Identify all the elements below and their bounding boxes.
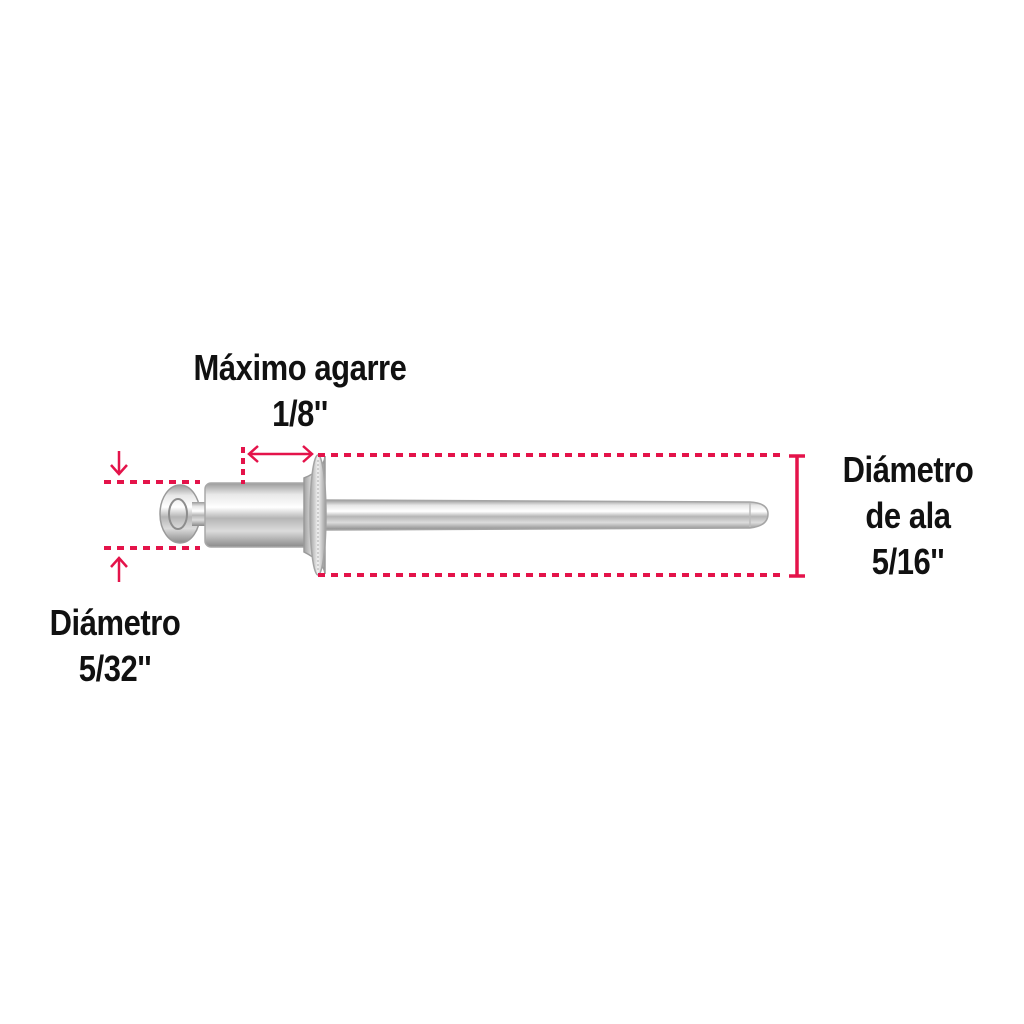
flange-label-title: Diámetro	[842, 449, 974, 490]
flange-label-value: 5/16''	[871, 541, 945, 582]
flange-label-subtitle: de ala	[865, 495, 951, 536]
double-arrow-icon	[247, 445, 314, 463]
body-diameter-dimension	[104, 451, 200, 582]
rivet-body	[204, 482, 310, 548]
grip-dimension	[241, 445, 314, 484]
body-label-value: 5/32''	[78, 648, 152, 689]
grip-label-value: 1/8''	[272, 393, 328, 434]
body-diameter-label: Diámetro 5/32''	[29, 600, 201, 692]
grip-label: Máximo agarre 1/8''	[171, 345, 429, 437]
rivet-mandrel	[317, 499, 769, 531]
rivet-pin-head	[159, 484, 206, 544]
body-label-title: Diámetro	[49, 602, 181, 643]
flange-diameter-label: Diámetro de ala 5/16''	[822, 447, 994, 585]
grip-label-title: Máximo agarre	[193, 347, 407, 388]
rivet-flange	[303, 454, 327, 576]
flange-diameter-dimension	[318, 453, 805, 578]
arrow-up-icon	[110, 556, 128, 582]
arrow-down-icon	[110, 451, 128, 476]
